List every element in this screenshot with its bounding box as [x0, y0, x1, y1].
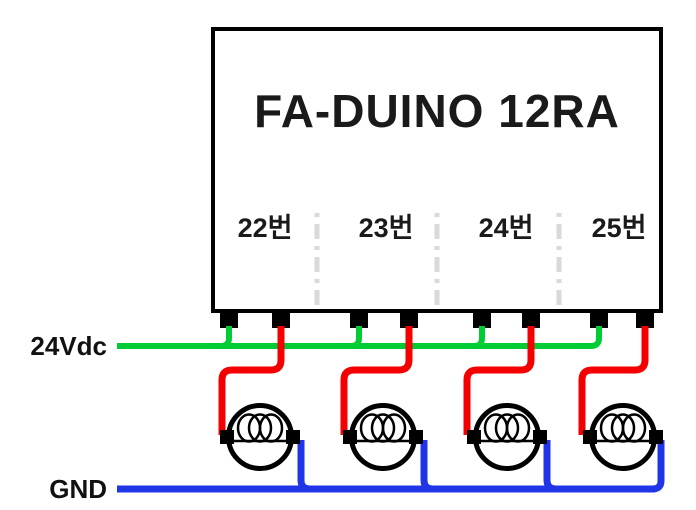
terminal-24-out [522, 312, 540, 328]
wire-output-24 [463, 326, 535, 435]
wire-24v-stub-22 [220, 326, 232, 349]
wire-24v-stub-24 [473, 326, 485, 349]
terminal-22-plus [220, 312, 238, 328]
load-coil-23 [343, 406, 423, 469]
wire-output-25 [578, 326, 649, 435]
channel-label-24: 24번 [478, 213, 534, 243]
wire-output-23 [340, 326, 413, 435]
wire-24v-bus-group [117, 326, 602, 349]
positive-rail-label: 24Vdc [30, 331, 107, 361]
controller-box-outline [211, 27, 663, 313]
channel-dividers [314, 213, 562, 309]
ground-rail-label: GND [49, 474, 107, 504]
wire-24v-stub-23 [350, 326, 362, 349]
wire-gnd-return-23 [420, 440, 434, 493]
wire-gnd-return-25 [651, 440, 665, 493]
channel-label-22: 22번 [237, 213, 293, 243]
channel-label-25: 25번 [591, 213, 647, 243]
terminal-25-out [636, 312, 654, 328]
wire-gnd-return-24 [543, 440, 557, 493]
terminal-23-out [400, 312, 418, 328]
wire-gnd-group [117, 440, 665, 493]
device-title: FA-DUINO 12RA [254, 85, 620, 137]
terminal-24-plus [473, 312, 491, 328]
load-coil-22 [220, 406, 300, 469]
load-row [220, 406, 663, 469]
load-coil-24 [467, 406, 547, 469]
wire-24v-bus [117, 326, 602, 349]
wire-gnd-return-22 [297, 440, 311, 493]
terminal-row [220, 312, 654, 328]
wire-output-22 [218, 326, 285, 435]
terminal-25-plus [590, 312, 608, 328]
terminal-22-out [272, 312, 290, 328]
load-coil-25 [583, 406, 663, 469]
terminal-23-plus [350, 312, 368, 328]
wire-output-group [218, 326, 649, 435]
channel-label-23: 23번 [358, 213, 414, 243]
